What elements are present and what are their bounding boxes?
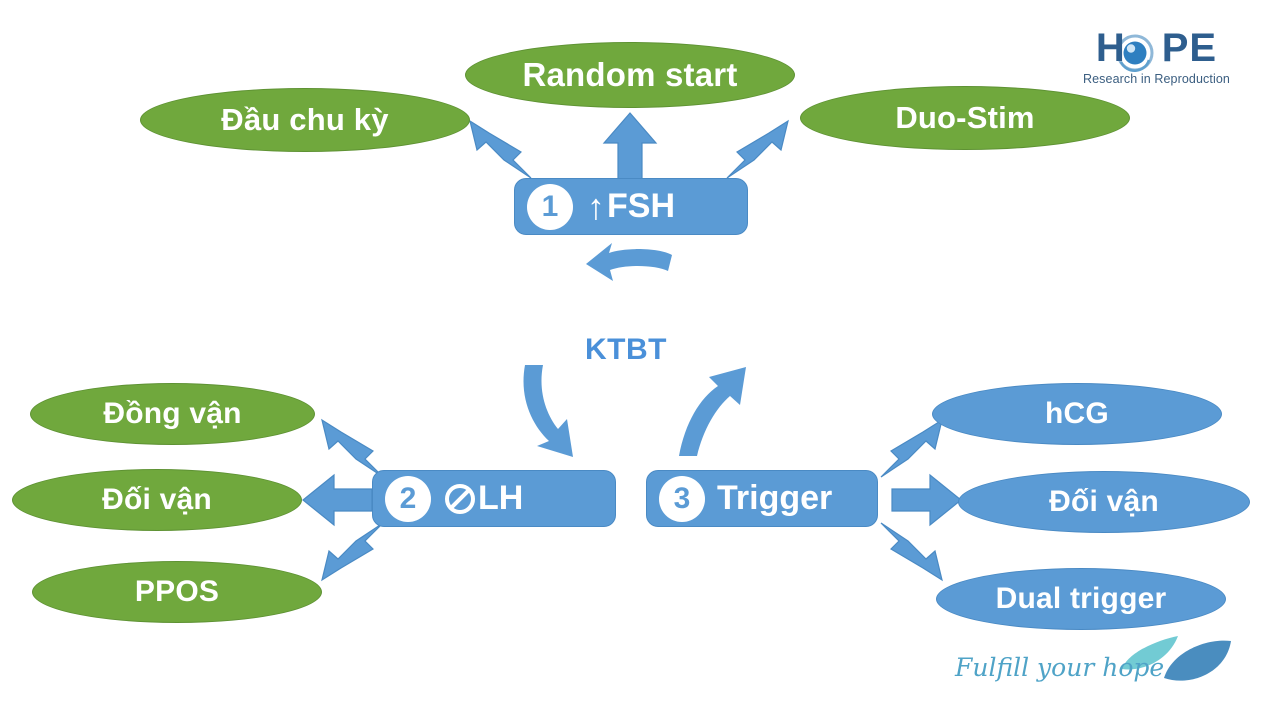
logo-tagline: Research in Reproduction (1083, 72, 1230, 86)
node-doi-van-right[interactable]: Đối vận (958, 471, 1250, 533)
node-label: Đối vận (1049, 485, 1159, 519)
step-box-fsh[interactable]: 1 ↑ FSH (514, 178, 748, 235)
node-label: Đầu chu kỳ (221, 101, 389, 137)
arrow-fsh-to-random-start (602, 112, 658, 181)
arrow-lh-to-dong-van (321, 418, 384, 478)
step-box-label: Trigger (717, 479, 832, 518)
node-label: hCG (1045, 397, 1109, 431)
eye-globe-icon (1127, 31, 1161, 65)
node-label: Random start (522, 55, 738, 93)
arrow-ktbt-to-lh (523, 365, 573, 457)
node-dau-chu-ky[interactable]: Đầu chu kỳ (140, 88, 470, 152)
logo-eye-globe-icon (1116, 34, 1154, 72)
node-label: Dual trigger (995, 582, 1167, 616)
up-arrow-icon: ↑ (587, 185, 605, 227)
step-label-text: FSH (607, 187, 675, 225)
arrow-fsh-loop (586, 243, 672, 281)
ktbt-label: KTBT (585, 333, 667, 366)
step-box-label: LH (445, 479, 523, 518)
node-label: Đối vận (102, 483, 212, 517)
step-box-lh[interactable]: 2 LH (372, 470, 616, 527)
step-box-trigger[interactable]: 3 Trigger (646, 470, 878, 527)
footer-slogan: Fulfill your hope (955, 653, 1165, 682)
arrow-fsh-to-duo-stim (726, 119, 789, 179)
hope-logo: H PE Research in Reproduction (1083, 28, 1230, 86)
arrow-trigger-to-hcg (880, 418, 943, 478)
arrow-trigger-to-doi-van (891, 473, 962, 527)
step-label-text: Trigger (717, 479, 833, 517)
node-duo-stim[interactable]: Duo-Stim (800, 86, 1130, 150)
arrow-lh-to-doi-van (302, 473, 373, 527)
step-number-badge: 3 (659, 475, 705, 522)
arrow-trigger-to-dual-trigger (880, 522, 943, 582)
node-ppos[interactable]: PPOS (32, 561, 322, 623)
leaf-mark-icon (1122, 636, 1231, 681)
step-box-label: ↑ FSH (587, 187, 675, 226)
node-label: PPOS (134, 575, 220, 609)
node-dual-trigger[interactable]: Dual trigger (936, 568, 1226, 630)
arrow-fsh-to-dau-chu-ky (469, 119, 532, 179)
logo-letters-pe: PE (1161, 26, 1218, 70)
arrow-trigger-to-ktbt (679, 367, 746, 456)
step-number-badge: 1 (527, 183, 573, 230)
node-hcg[interactable]: hCG (932, 383, 1222, 445)
logo-letter-h: H (1095, 26, 1126, 70)
prohibition-icon (445, 483, 475, 514)
node-label: Duo-Stim (895, 99, 1035, 135)
arrow-lh-to-ppos (321, 522, 384, 582)
step-number-badge: 2 (385, 475, 431, 522)
node-dong-van[interactable]: Đồng vận (30, 383, 315, 445)
logo-wordmark: H PE (1096, 28, 1217, 68)
node-doi-van-left[interactable]: Đối vận (12, 469, 302, 531)
step-label-text: LH (478, 479, 524, 517)
node-label: Đồng vận (103, 397, 242, 431)
node-random-start[interactable]: Random start (465, 42, 795, 108)
